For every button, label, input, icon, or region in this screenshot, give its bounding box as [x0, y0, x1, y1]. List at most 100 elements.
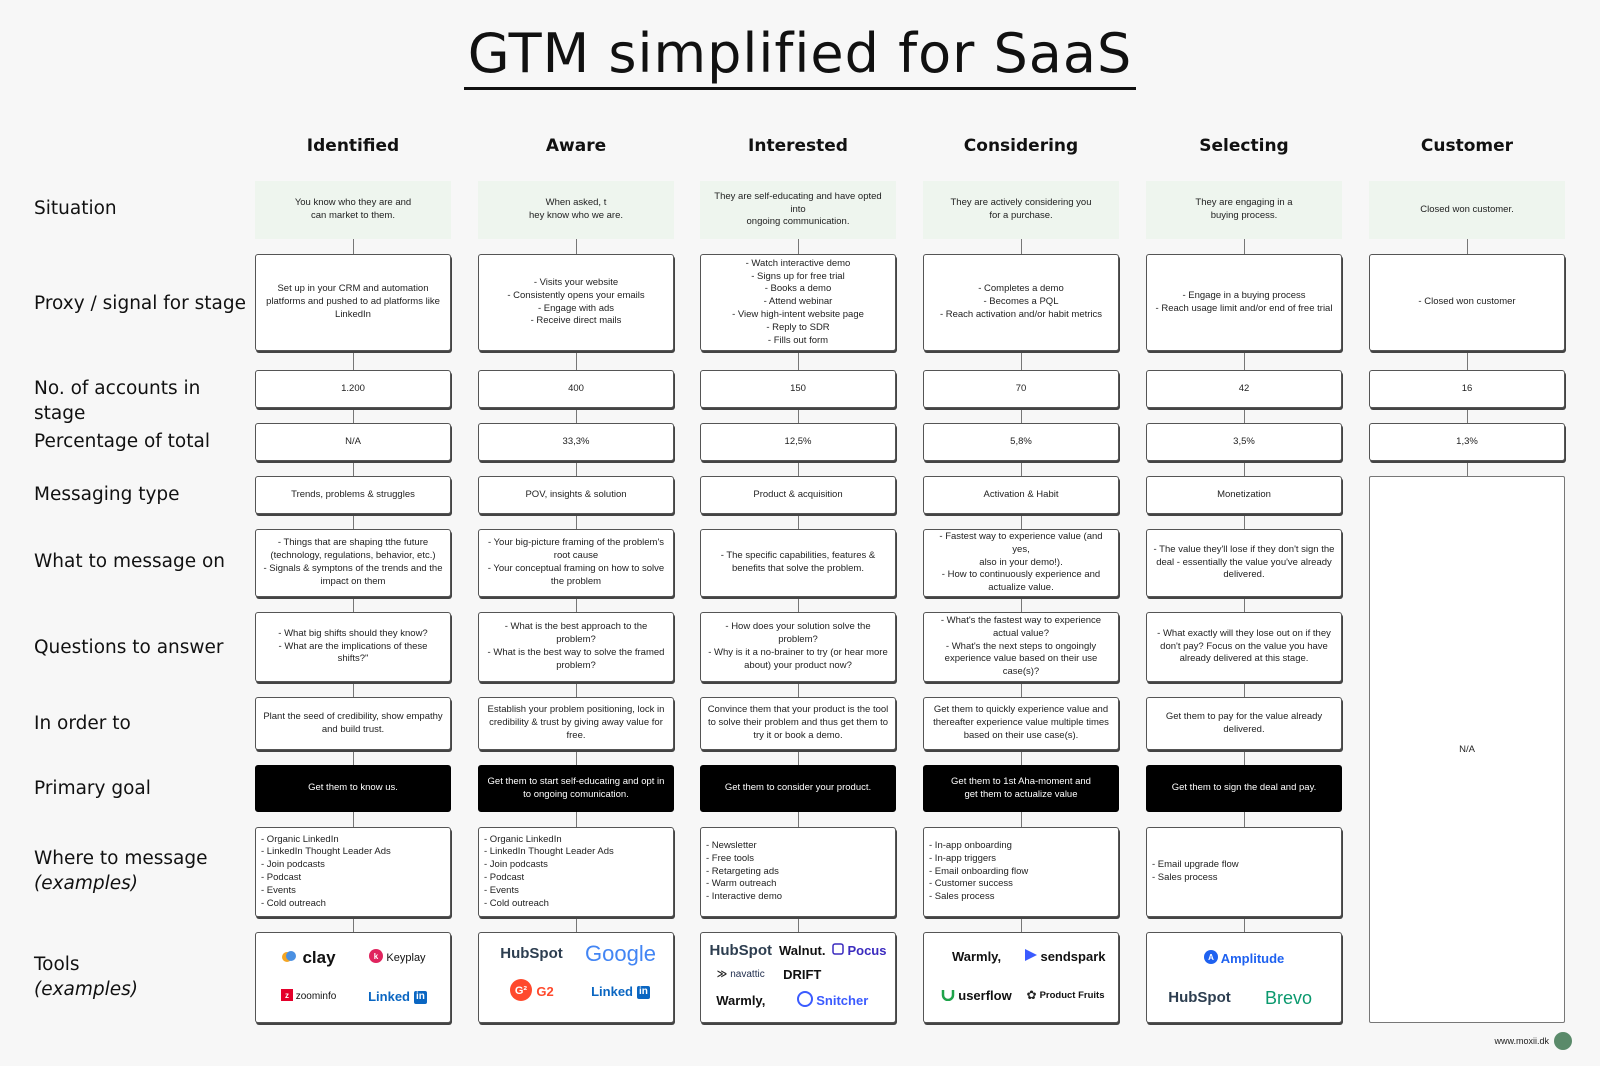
logo-sendspark[interactable]: sendspark	[1025, 949, 1106, 966]
where-cell-aware[interactable]: - Organic LinkedIn - LinkedIn Thought Le…	[478, 827, 674, 917]
logo-snitcher[interactable]: Snitcher	[797, 990, 868, 1012]
primary-goal-cell-aware[interactable]: Get them to start self-educating and opt…	[478, 765, 674, 812]
accounts-cell-selecting[interactable]: 42	[1146, 370, 1342, 408]
keyplay-icon: k	[369, 949, 384, 968]
connector-line	[353, 750, 354, 765]
logo-walnut[interactable]: Walnut.	[779, 945, 825, 958]
logo-google[interactable]: Google	[585, 943, 656, 965]
cell-text: When asked, t hey know who we are.	[529, 197, 623, 221]
proxy-cell-interested[interactable]: - Watch interactive demo - Signs up for …	[700, 254, 896, 351]
row-label-questions: Questions to answer	[34, 637, 224, 658]
primary-goal-cell-considering[interactable]: Get them to 1st Aha-moment and get them …	[923, 765, 1119, 812]
questions-cell-interested[interactable]: - How does your solution solve the probl…	[700, 612, 896, 682]
cell-text: Trends, problems & struggles	[291, 488, 415, 500]
where-cell-identified[interactable]: - Organic LinkedIn - LinkedIn Thought Le…	[255, 827, 451, 917]
accounts-cell-aware[interactable]: 400	[478, 370, 674, 408]
what-to-message-cell-selecting[interactable]: - The value they'll lose if they don't s…	[1146, 529, 1342, 597]
in-order-to-cell-identified[interactable]: Plant the seed of credibility, show empa…	[255, 697, 451, 750]
primary-goal-cell-identified[interactable]: Get them to know us.	[255, 765, 451, 812]
snitcher-icon	[797, 990, 814, 1012]
proxy-cell-identified[interactable]: Set up in your CRM and automation platfo…	[255, 254, 451, 351]
proxy-cell-selecting[interactable]: - Engage in a buying process - Reach usa…	[1146, 254, 1342, 351]
percentage-cell-aware[interactable]: 33,3%	[478, 423, 674, 461]
messaging-type-cell-identified[interactable]: Trends, problems & struggles	[255, 476, 451, 514]
logo-productfruits[interactable]: ✿Product Fruits	[1027, 988, 1105, 1004]
in-order-to-cell-aware[interactable]: Establish your problem positioning, lock…	[478, 697, 674, 750]
proxy-cell-aware[interactable]: - Visits your website - Consistently ope…	[478, 254, 674, 351]
svg-text:z: z	[285, 991, 289, 1000]
logo-warmly[interactable]: Warmly,	[951, 949, 1002, 965]
accounts-cell-considering[interactable]: 70	[923, 370, 1119, 408]
proxy-cell-considering[interactable]: - Completes a demo - Becomes a PQL - Rea…	[923, 254, 1119, 351]
proxy-cell-customer[interactable]: - Closed won customer	[1369, 254, 1565, 351]
where-cell-interested[interactable]: - Newsletter - Free tools - Retargeting …	[700, 827, 896, 917]
logo-text: G2	[536, 984, 554, 1000]
column-header-selecting: Selecting	[1199, 136, 1289, 156]
logo-clay[interactable]: clay	[281, 949, 336, 968]
accounts-cell-customer[interactable]: 16	[1369, 370, 1565, 408]
accounts-cell-identified[interactable]: 1.200	[255, 370, 451, 408]
tools-cell-considering[interactable]: Warmly, sendspark userflow ✿Product Fruits	[923, 932, 1119, 1023]
in-order-to-cell-interested[interactable]: Convince them that your product is the t…	[700, 697, 896, 750]
accounts-cell-interested[interactable]: 150	[700, 370, 896, 408]
situation-cell-aware: When asked, t hey know who we are.	[478, 181, 674, 239]
messaging-type-cell-aware[interactable]: POV, insights & solution	[478, 476, 674, 514]
logo-brevo[interactable]: Brevo	[1265, 989, 1312, 1007]
messaging-type-cell-selecting[interactable]: Monetization	[1146, 476, 1342, 514]
in-order-to-cell-selecting[interactable]: Get them to pay for the value already de…	[1146, 697, 1342, 750]
messaging-type-cell-interested[interactable]: Product & acquisition	[700, 476, 896, 514]
primary-goal-cell-selecting[interactable]: Get them to sign the deal and pay.	[1146, 765, 1342, 812]
what-to-message-cell-identified[interactable]: - Things that are shaping tthe future (t…	[255, 529, 451, 597]
connector-line	[798, 917, 799, 932]
primary-goal-cell-interested[interactable]: Get them to consider your product.	[700, 765, 896, 812]
logo-drift[interactable]: DRIFT	[783, 968, 821, 982]
percentage-cell-selecting[interactable]: 3,5%	[1146, 423, 1342, 461]
questions-cell-considering[interactable]: - What's the fastest way to experience a…	[923, 612, 1119, 682]
percentage-cell-identified[interactable]: N/A	[255, 423, 451, 461]
cell-text: 5,8%	[1010, 435, 1032, 447]
in-order-to-cell-considering[interactable]: Get them to quickly experience value and…	[923, 697, 1119, 750]
questions-cell-identified[interactable]: - What big shifts should they know? - Wh…	[255, 612, 451, 682]
where-cell-considering[interactable]: - In-app onboarding - In-app triggers - …	[923, 827, 1119, 917]
connector-line	[576, 917, 577, 932]
connector-line	[576, 351, 577, 370]
questions-cell-selecting[interactable]: - What exactly will they lose out on if …	[1146, 612, 1342, 682]
what-to-message-cell-aware[interactable]: - Your big-picture framing of the proble…	[478, 529, 674, 597]
where-cell-selecting[interactable]: - Email upgrade flow - Sales process	[1146, 827, 1342, 917]
what-to-message-cell-considering[interactable]: - Fastest way to experience value (and y…	[923, 529, 1119, 597]
percentage-cell-interested[interactable]: 12,5%	[700, 423, 896, 461]
logo-navattic[interactable]: ≫navattic	[717, 969, 765, 982]
logo-text: Amplitude	[1220, 951, 1285, 967]
logo-text: Warmly,	[951, 949, 1002, 965]
footer-url[interactable]: www.moxii.dk	[1494, 1036, 1549, 1046]
logo-warmly[interactable]: Warmly,	[716, 994, 765, 1008]
logo-pocus[interactable]: Pocus	[832, 943, 886, 960]
row-label-tools: Tools(examples)	[34, 954, 139, 1000]
logo-userflow[interactable]: userflow	[941, 987, 1012, 1006]
tools-cell-interested[interactable]: HubSpot Walnut. Pocus ≫navattic DRIFT Warmly,…	[700, 932, 896, 1023]
sendspark-icon	[1025, 949, 1038, 966]
logo-hubspot[interactable]: HubSpot	[710, 944, 772, 959]
questions-cell-aware[interactable]: - What is the best approach to the probl…	[478, 612, 674, 682]
logo-text: userflow	[958, 987, 1012, 1003]
cell-text: Plant the seed of credibility, show empa…	[263, 710, 443, 735]
percentage-cell-considering[interactable]: 5,8%	[923, 423, 1119, 461]
logo-hubspot[interactable]: HubSpot	[500, 946, 562, 961]
logo-hubspot[interactable]: HubSpot	[1168, 990, 1230, 1005]
logo-text: Walnut.	[779, 943, 826, 959]
messaging-type-cell-considering[interactable]: Activation & Habit	[923, 476, 1119, 514]
what-to-message-cell-interested[interactable]: - The specific capabilities, features & …	[700, 529, 896, 597]
percentage-cell-customer[interactable]: 1,3%	[1369, 423, 1565, 461]
connector-line	[798, 682, 799, 697]
connector-line	[1021, 682, 1022, 697]
